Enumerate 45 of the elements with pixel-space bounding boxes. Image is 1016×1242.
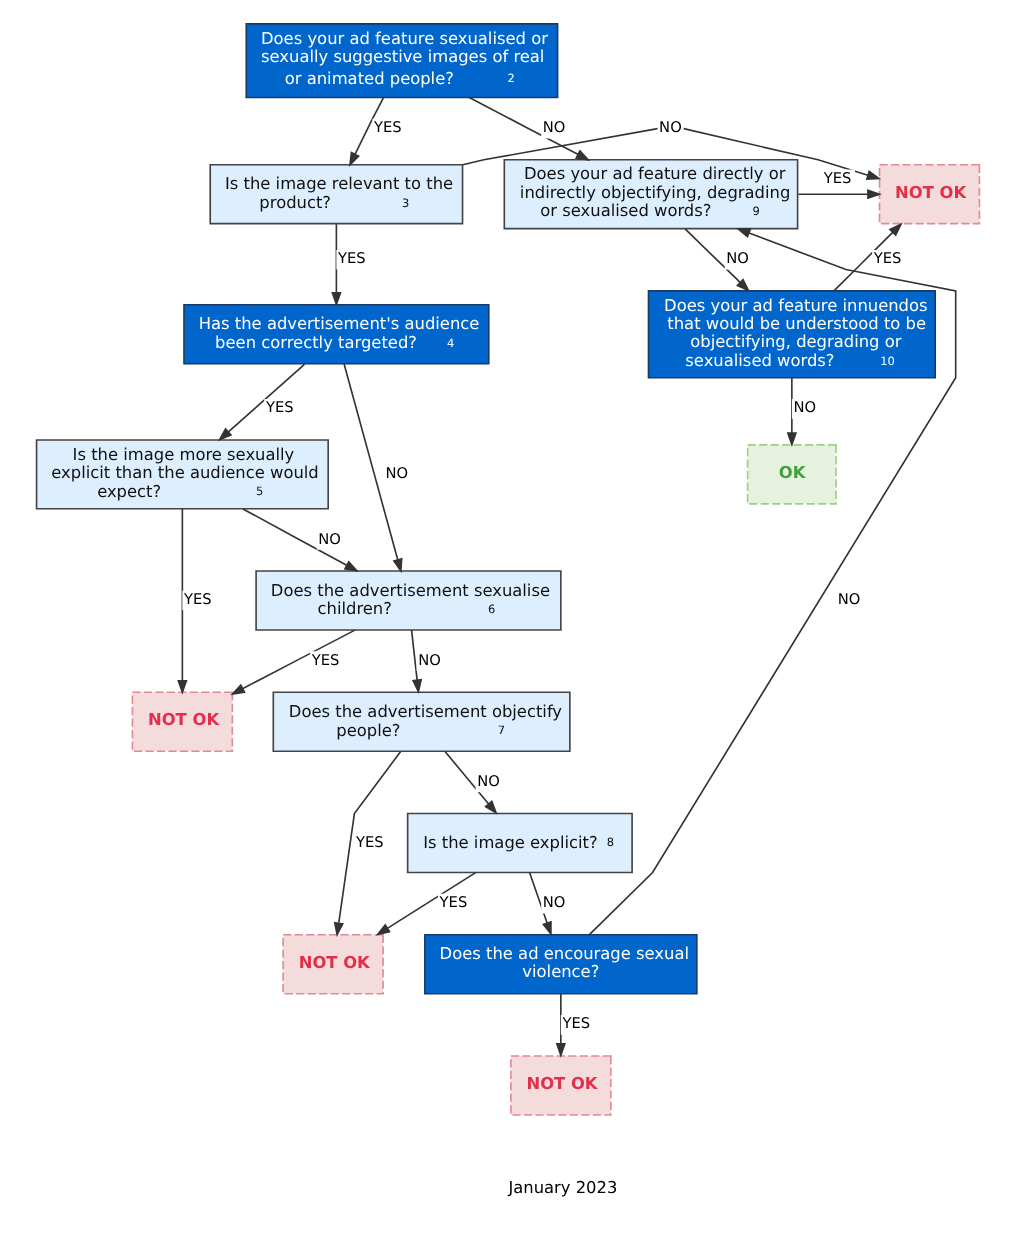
arrow xyxy=(177,508,188,695)
node-box: NOT OK xyxy=(282,933,384,995)
arrow xyxy=(375,871,477,936)
arrow xyxy=(461,127,882,180)
edge-label: YES xyxy=(338,249,366,268)
arrow xyxy=(588,227,957,936)
edge-label: YES xyxy=(873,249,902,268)
arrow xyxy=(343,363,403,574)
arrow xyxy=(333,750,402,937)
edge-label: NO xyxy=(726,249,749,268)
edge-label: YES xyxy=(374,118,402,137)
edge-label: NO xyxy=(793,398,817,417)
arrow xyxy=(230,629,356,696)
arrow xyxy=(528,871,552,937)
edge-label: YES xyxy=(356,832,384,851)
label: January 2023 xyxy=(508,1176,618,1197)
edge-label: NO xyxy=(542,118,566,137)
arrow xyxy=(217,363,306,442)
arrow xyxy=(331,223,342,307)
node-box: NOT OK xyxy=(510,1055,612,1116)
node-box: Does the ad encourage sexual violence? xyxy=(424,933,698,995)
arrow xyxy=(410,629,423,694)
edge-label: YES xyxy=(439,893,468,912)
arrow xyxy=(786,376,797,448)
node-box: NOT OK xyxy=(131,691,234,753)
edge-label: YES xyxy=(184,590,212,609)
edge-label: NO xyxy=(659,118,682,137)
arrow xyxy=(797,189,882,200)
edge-label: YES xyxy=(562,1014,591,1033)
edge-label: NO xyxy=(477,771,500,790)
arrow xyxy=(444,750,498,815)
edge-label: NO xyxy=(318,529,341,548)
arrow xyxy=(242,508,360,573)
node-box: OK xyxy=(746,444,837,505)
edge-label: YES xyxy=(823,169,852,188)
edge-label: NO xyxy=(385,463,409,482)
node-box: NOT OK xyxy=(878,163,981,225)
arrow xyxy=(468,96,591,161)
arrow xyxy=(555,993,566,1058)
edge-label: YES xyxy=(311,650,340,669)
edge-label: YES xyxy=(265,398,294,417)
edge-label: NO xyxy=(418,650,441,669)
arrow xyxy=(348,96,385,167)
edge-label: NO xyxy=(542,893,566,912)
edge-label: NO xyxy=(837,590,861,609)
